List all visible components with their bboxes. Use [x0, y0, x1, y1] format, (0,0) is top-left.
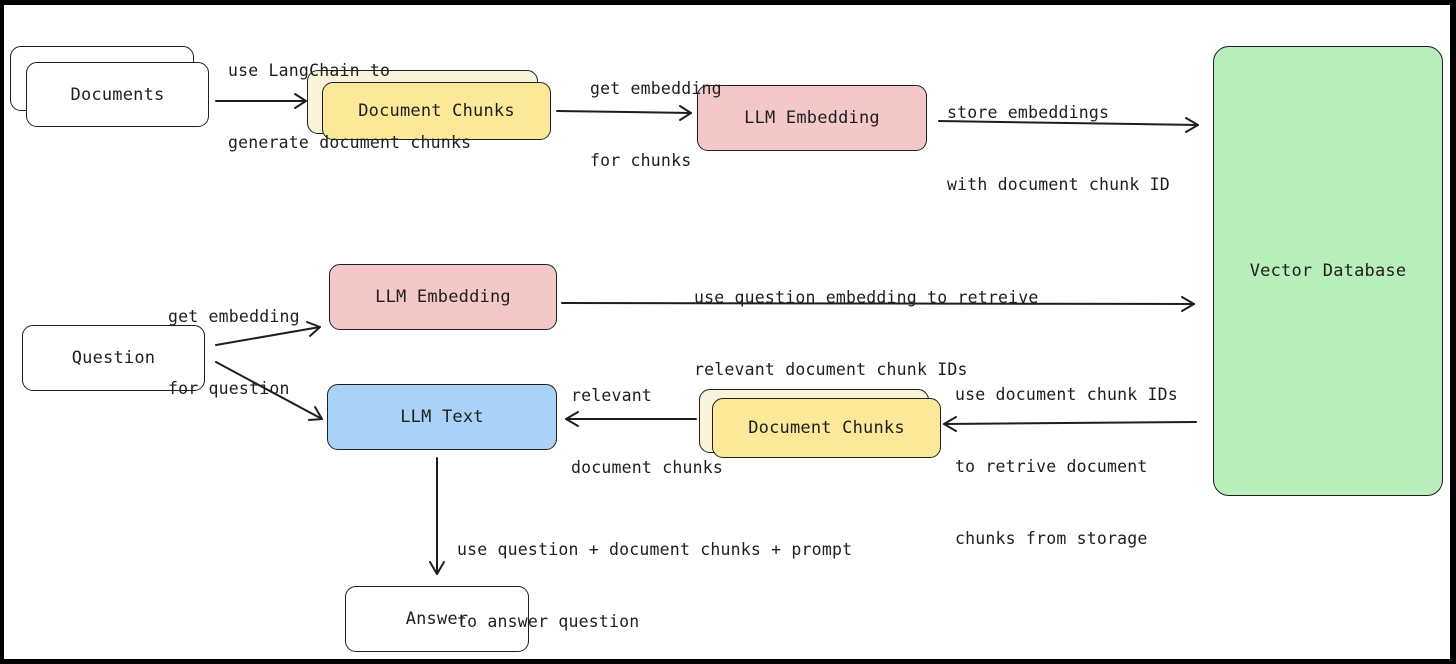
- arrow-embedding-to-vector-db-query: [561, 296, 1195, 312]
- documents-node[interactable]: Documents: [26, 62, 209, 127]
- vector-database-label: Vector Database: [1249, 261, 1407, 281]
- annotation-store: store embeddings with document chunk ID: [947, 53, 1170, 245]
- annotation-embed-chunks: get embedding for chunks: [590, 29, 722, 221]
- documents-label: Documents: [70, 84, 165, 105]
- arrow-llm-text-to-answer: [429, 457, 445, 575]
- arrow-chunks-to-llm-text: [565, 411, 697, 427]
- document-chunks-bottom-node[interactable]: Document Chunks: [712, 398, 941, 458]
- llm-embedding-top-node[interactable]: LLM Embedding: [697, 85, 927, 151]
- question-label: Question: [71, 348, 156, 368]
- annotation-line: document chunks: [571, 458, 724, 477]
- arrows-layer: [215, 93, 1199, 575]
- llm-text-node[interactable]: LLM Text: [327, 384, 557, 450]
- annotation-line: with document chunk ID: [947, 175, 1170, 194]
- llm-embedding-bottom-label: LLM Embedding: [375, 287, 511, 307]
- arrow-question-to-llm-text: [215, 361, 323, 421]
- annotation-line: for chunks: [590, 151, 692, 170]
- annotation-line: use question embedding to retreive: [694, 288, 1039, 307]
- answer-node[interactable]: Answer: [345, 586, 529, 652]
- annotation-relevant: relevant document chunks: [571, 336, 723, 528]
- answer-label: Answer: [405, 609, 469, 629]
- llm-embedding-bottom-node[interactable]: LLM Embedding: [329, 264, 557, 330]
- arrow-documents-to-chunks: [215, 93, 307, 109]
- annotation-line: generate document chunks: [228, 133, 472, 152]
- arrow-embedding-to-vector-db: [938, 117, 1199, 133]
- annotation-line: to retrive document: [955, 457, 1148, 476]
- annotation-line: for question: [168, 379, 290, 398]
- annotation-line: get embedding: [168, 307, 300, 326]
- annotation-retrieve-chunks: use document chunk IDs to retrive docume…: [955, 335, 1178, 599]
- document-chunks-top-node[interactable]: Document Chunks: [322, 82, 551, 140]
- annotation-line: chunks from storage: [955, 529, 1148, 548]
- annotation-line: use document chunk IDs: [955, 385, 1178, 404]
- annotation-line: to answer question: [457, 612, 640, 631]
- annotation-retrieve-ids: use question embedding to retreive relev…: [694, 238, 1039, 430]
- annotation-line: relevant: [571, 386, 653, 405]
- annotation-answer: use question + document chunks + prompt …: [457, 490, 852, 659]
- annotation-line: store embeddings: [947, 103, 1110, 122]
- question-node[interactable]: Question: [22, 325, 205, 391]
- annotation-line: use LangChain to: [228, 61, 391, 80]
- arrow-vector-db-to-chunks: [943, 416, 1197, 432]
- vector-database-node[interactable]: Vector Database: [1213, 46, 1443, 496]
- arrow-question-to-embedding: [215, 321, 321, 346]
- annotation-line: get embedding: [590, 79, 722, 98]
- llm-embedding-top-label: LLM Embedding: [744, 108, 880, 128]
- document-chunks-top-label: Document Chunks: [358, 101, 515, 121]
- annotation-line: relevant document chunk IDs: [694, 360, 968, 379]
- annotation-line: use question + document chunks + prompt: [457, 540, 853, 559]
- diagram-canvas: Documents Document Chunks LLM Embedding …: [4, 5, 1450, 659]
- annotation-langchain: use LangChain to generate document chunk…: [228, 11, 471, 203]
- llm-text-label: LLM Text: [400, 407, 484, 427]
- arrow-chunks-to-embedding: [556, 105, 692, 121]
- document-chunks-bottom-label: Document Chunks: [748, 418, 905, 438]
- annotation-embed-question: get embedding for question: [168, 257, 300, 449]
